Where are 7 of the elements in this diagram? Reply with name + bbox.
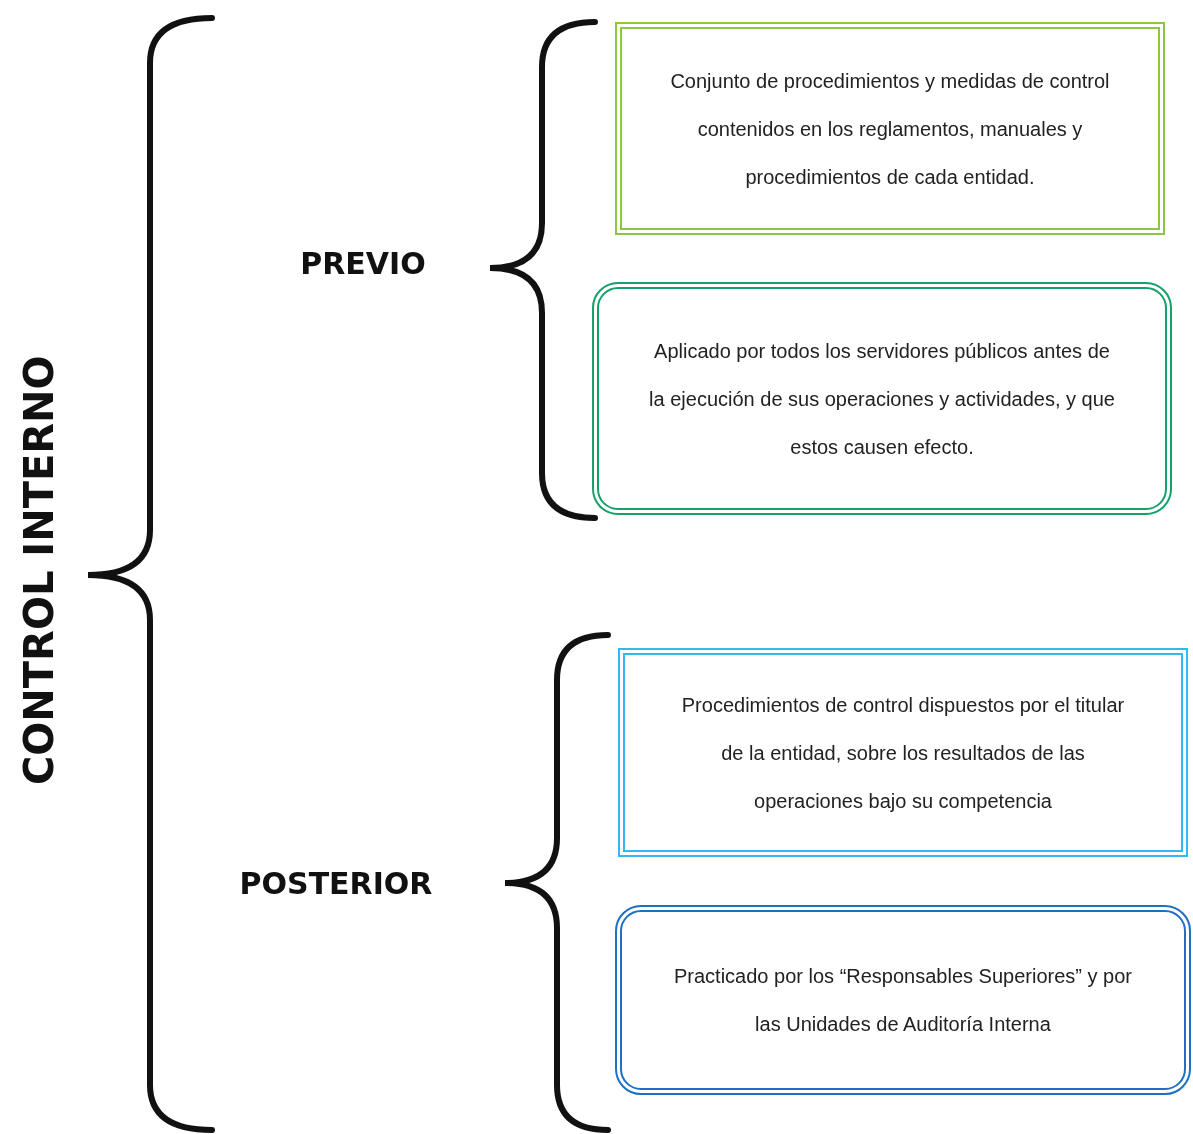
vertical-title: CONTROL INTERNO [14,330,64,810]
category-heading: POSTERIOR [233,862,439,904]
description-box: Aplicado por todos los servidores públicos antes de la ejecución de sus operaciones y actividades, y que estos causen efecto. [592,282,1172,515]
description-box: Conjunto de procedimientos y medidas de control contenidos en los reglamentos, manuales y procedimientos de cada entidad. [615,22,1165,235]
description-box: Procedimientos de control dispuestos por el titular de la entidad, sobre los resultados de las operaciones bajo su competencia [618,648,1188,857]
category-heading: PREVIO [292,242,434,284]
description-box: Practicado por los “Responsables Superiores” y por las Unidades de Auditoría Interna [615,905,1191,1095]
